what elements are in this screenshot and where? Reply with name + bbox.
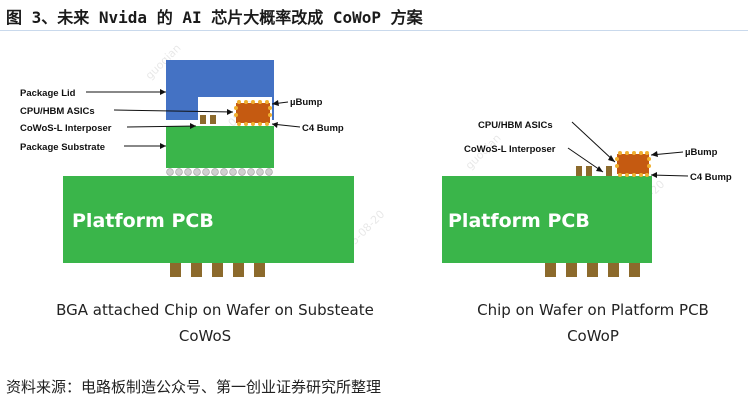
- cpu-hbm-chip: [617, 154, 649, 174]
- label-interposer: CoWoS-L Interposer: [20, 123, 112, 134]
- package-lid: [166, 60, 274, 120]
- cowos-caption-line2: CoWoS: [179, 327, 231, 345]
- package-substrate: [166, 126, 274, 168]
- pcb-bottom-pins: [170, 262, 265, 277]
- interposer-pad: [576, 166, 582, 176]
- label-interposer: CoWoS-L Interposer: [464, 144, 556, 155]
- label-cpu-hbm: CPU/HBM ASICs: [20, 106, 95, 117]
- label-cpu-hbm: CPU/HBM ASICs: [478, 120, 553, 131]
- interposer-pad: [200, 115, 206, 124]
- cowop-caption-line2: CoWoP: [567, 327, 619, 345]
- label-package-lid: Package Lid: [20, 88, 76, 99]
- source-note: 资料来源：电路板制造公众号、第一创业证券研究所整理: [6, 378, 382, 396]
- cowos-caption-line1: BGA attached Chip on Wafer on Substeate: [56, 301, 374, 319]
- label-substrate: Package Substrate: [20, 142, 105, 153]
- bga-balls: [166, 168, 273, 176]
- ubumps: [234, 100, 272, 126]
- pcb-bottom-pins: [545, 262, 640, 277]
- cpu-hbm-chip: [236, 103, 270, 123]
- interposer-pad: [586, 166, 592, 176]
- label-ubump: µBump: [685, 147, 718, 158]
- cowop-diagram: Platform PCB CPU/HBM ASICs CoWoS-L Inter…: [442, 120, 732, 345]
- cowos-diagram: Platform PCB Package Lid CPU/HBM ASICs C…: [20, 60, 374, 345]
- platform-pcb-label: Platform PCB: [448, 210, 590, 232]
- label-ubump: µBump: [290, 97, 323, 108]
- platform-pcb-label: Platform PCB: [72, 210, 214, 232]
- interposer-pad: [210, 115, 216, 124]
- cowop-caption-line1: Chip on Wafer on Platform PCB: [477, 301, 709, 319]
- figure-title: 图 3、未来 Nvida 的 AI 芯片大概率改成 CoWoP 方案: [6, 8, 423, 27]
- title-divider: [0, 30, 748, 31]
- platform-pcb: [63, 176, 354, 263]
- interposer-pad: [606, 166, 612, 176]
- platform-pcb: [442, 176, 652, 263]
- ubumps: [615, 151, 651, 177]
- label-c4bump: C4 Bump: [690, 172, 732, 183]
- label-c4bump: C4 Bump: [302, 123, 344, 134]
